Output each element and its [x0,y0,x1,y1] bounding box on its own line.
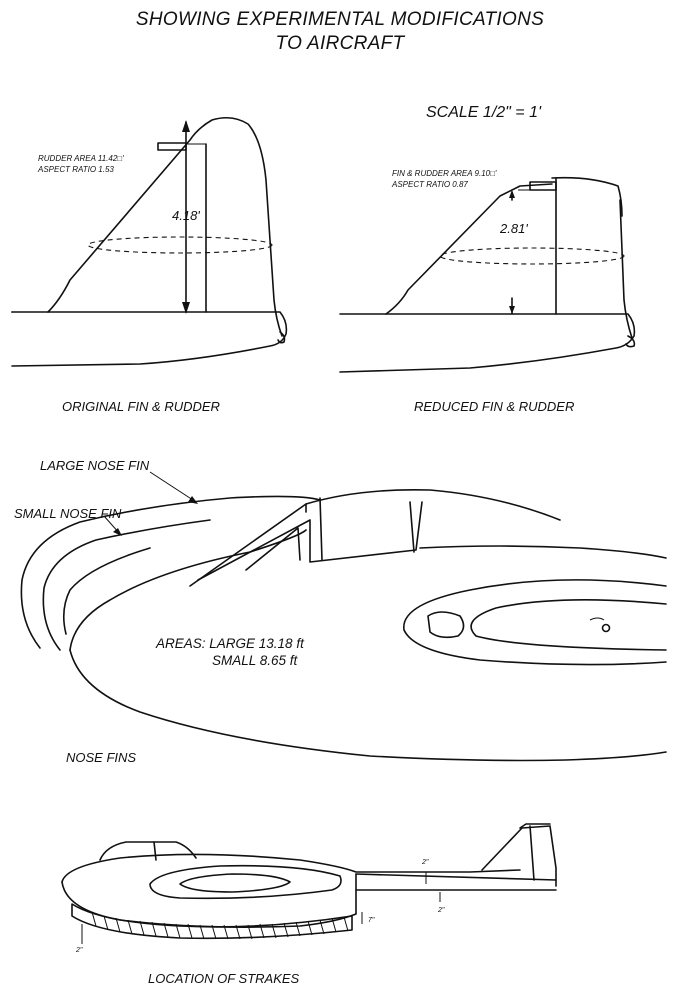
title-line-2: TO AIRCRAFT [276,33,406,54]
dim-2in-bottom-label: 2" [437,907,445,914]
title-line-1: SHOWING EXPERIMENTAL MODIFICATIONS [136,9,544,30]
reduced-aspect-label: ASPECT RATIO 0.87 [391,180,468,189]
areas-large-label: AREAS: LARGE 13.18 ft [155,636,305,651]
reduced-caption: REDUCED FIN & RUDDER [414,399,574,414]
reduced-height-label: 2.81' [499,221,528,236]
small-nose-fin-label: SMALL NOSE FIN [14,506,122,521]
strakes-caption: LOCATION OF STRAKES [148,971,300,986]
original-area-label: RUDDER AREA 11.42□' [38,154,124,163]
strakes-drawing [61,823,557,944]
original-caption: ORIGINAL FIN & RUDDER [62,399,220,414]
scale-label: SCALE 1/2" = 1' [426,104,542,121]
dim-2in-top-label: 2" [421,859,429,866]
dim-2in-nose-label: 2" [75,947,83,954]
nose-fins-caption: NOSE FINS [66,750,136,765]
areas-small-label: SMALL 8.65 ft [212,653,299,668]
original-fin-drawing [11,116,288,367]
reduced-fin-drawing [339,176,636,373]
reduced-area-label: FIN & RUDDER AREA 9.10□' [392,169,497,178]
large-nose-fin-label: LARGE NOSE FIN [40,458,150,473]
original-aspect-label: ASPECT RATIO 1.53 [37,165,114,174]
nose-fins-drawing [20,471,667,762]
original-height-label: 4.18' [172,208,200,223]
dim-7in-label: 7" [368,917,375,924]
